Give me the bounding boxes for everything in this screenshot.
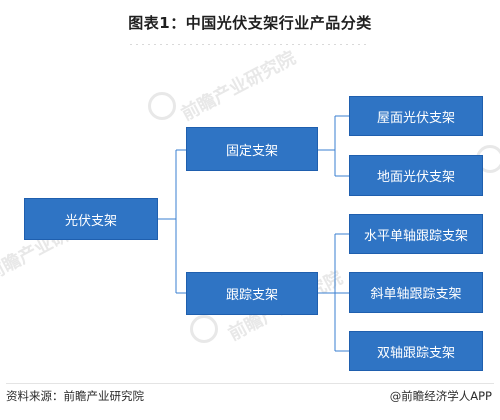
node-leaf-label: 屋面光伏支架: [376, 110, 455, 126]
credit-note: @前瞻经济学人APP: [389, 389, 492, 403]
source-note: 资料来源：前瞻产业研究院: [6, 389, 144, 403]
node-leaf: 双轴跟踪支架: [349, 331, 483, 371]
node-branch-label: 跟踪支架: [225, 288, 278, 303]
node-leaf-label: 双轴跟踪支架: [376, 345, 455, 361]
node-leaf: 水平单轴跟踪支架: [349, 214, 483, 254]
node-branch-fixed: 固定支架: [186, 127, 318, 171]
node-leaf: 屋面光伏支架: [349, 96, 483, 136]
node-root: 光伏支架: [24, 198, 158, 240]
node-leaf: 斜单轴跟踪支架: [349, 272, 483, 313]
node-root-label: 光伏支架: [64, 213, 117, 229]
footer-divider: [6, 383, 494, 384]
title-divider: [130, 44, 370, 45]
node-leaf: 地面光伏支架: [349, 155, 483, 196]
node-branch-label: 固定支架: [225, 143, 278, 159]
figure-title: 图表1：中国光伏支架行业产品分类: [128, 14, 372, 32]
node-branch-tracking: 跟踪支架: [186, 272, 318, 315]
node-leaf-label: 斜单轴跟踪支架: [370, 287, 462, 302]
node-leaf-label: 水平单轴跟踪支架: [363, 228, 468, 244]
node-leaf-label: 地面光伏支架: [376, 170, 455, 185]
